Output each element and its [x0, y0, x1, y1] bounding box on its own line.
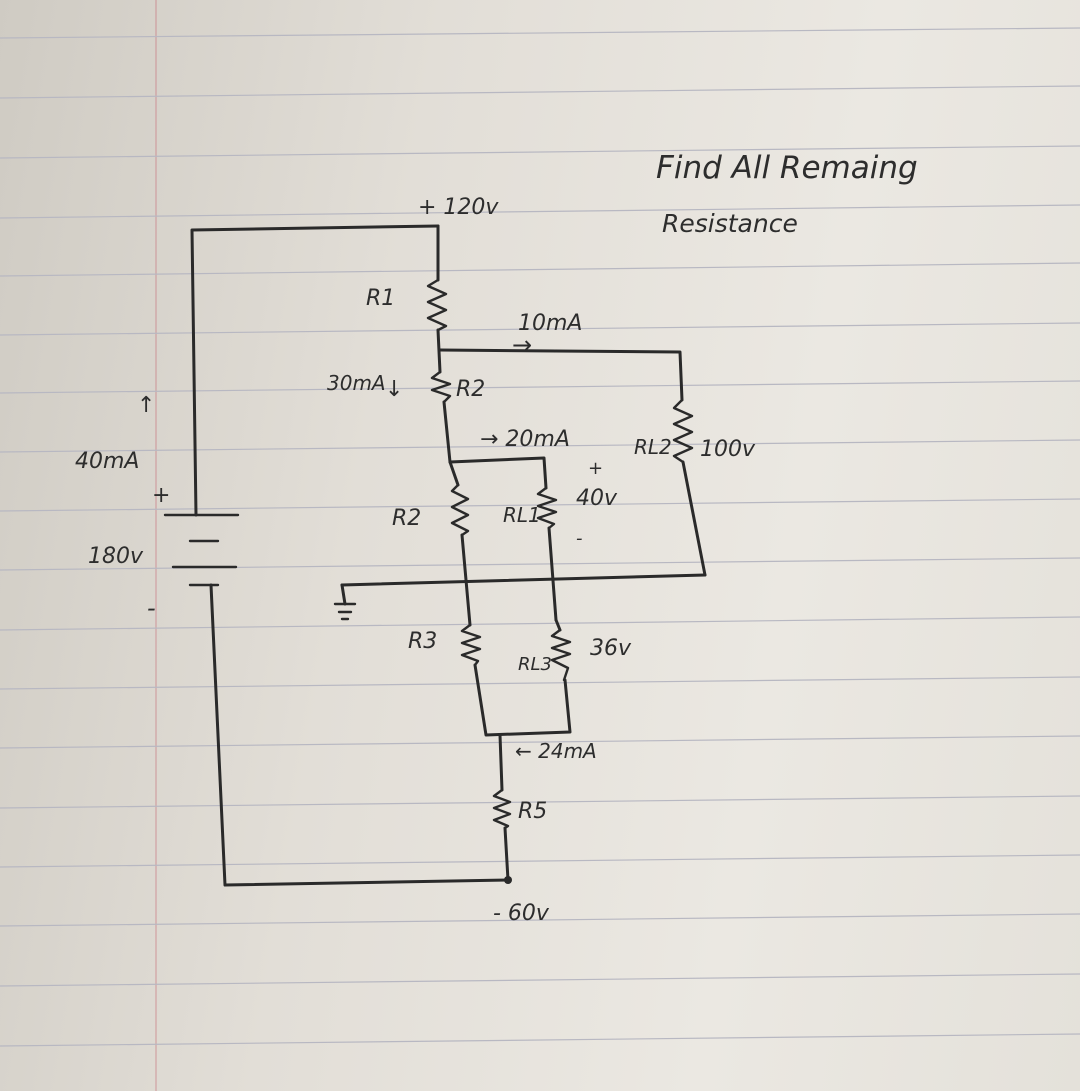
top-voltage-label: + 120v: [418, 195, 499, 220]
wire-left-top: [190, 224, 440, 517]
wire-left-bottom: [209, 583, 510, 887]
wire-rl2-bottom: [681, 460, 707, 577]
source-current-label: 40mA: [75, 449, 139, 474]
wire-ground-drop: [340, 583, 347, 606]
resistor-r1: [426, 278, 448, 332]
wire-r5-top: [498, 733, 504, 792]
ruled-lines: [0, 27, 1080, 1047]
wire-r2-top-to-node: [442, 400, 452, 464]
wire-r3-bottom: [473, 663, 572, 737]
wire-r2-mid-top: [448, 460, 460, 487]
current-30ma-arrow: ↓: [385, 377, 403, 402]
current-30ma-label: 30mA: [327, 371, 386, 395]
source-minus-sign: -: [147, 594, 156, 622]
rl3-voltage-label: 36v: [590, 636, 632, 661]
rl2-voltage-label: 100v: [700, 437, 756, 462]
wire-rl2-branch: [438, 348, 684, 402]
rl1-label: RL1: [503, 503, 541, 527]
current-10ma-label: 10mA: [518, 311, 582, 336]
r3-label: R3: [408, 629, 437, 654]
rl1-voltage-label: 40v: [576, 486, 618, 511]
title-line-1: Find All Remaing: [656, 150, 918, 186]
current-20ma-label: → 20mA: [480, 427, 570, 452]
wire-r5-bottom: [503, 826, 510, 882]
rl1-plus-sign: +: [588, 458, 603, 479]
current-bottom-label: ← 24mA: [515, 739, 597, 763]
r2-top-label: R2: [456, 377, 485, 402]
resistor-r3: [460, 623, 482, 667]
margin-line: [155, 0, 157, 1091]
source-voltage-label: 180v: [88, 544, 144, 569]
rl1-minus-sign: -: [576, 528, 583, 549]
resistor-rl1: [536, 486, 558, 530]
resistor-r2-top: [430, 370, 452, 404]
r5-label: R5: [518, 799, 547, 824]
wire-ground: [340, 573, 707, 587]
ground-symbol: [333, 602, 357, 621]
resistor-r2-mid: [450, 483, 470, 537]
wire-rl1-bottom: [547, 526, 558, 622]
wire-rl1-branch: [448, 456, 548, 490]
r2-mid-label: R2: [392, 506, 421, 531]
r1-label: R1: [366, 286, 395, 311]
bottom-voltage-label: - 60v: [493, 901, 550, 926]
source-current-arrow: ↑: [137, 393, 155, 418]
node-bottom: [504, 876, 512, 884]
resistor-rl3: [550, 628, 572, 682]
wire-r2-mid-bottom: [460, 533, 472, 627]
current-10ma-arrow: →: [512, 331, 532, 359]
title-line-2: Resistance: [662, 209, 798, 238]
source-plus-sign: +: [152, 483, 170, 508]
resistor-rl2: [672, 398, 694, 464]
rl3-label: RL3: [518, 654, 552, 675]
wire-rl3-top: [554, 618, 562, 632]
battery-symbol: [163, 513, 240, 587]
resistor-r5: [492, 788, 512, 830]
rl2-label: RL2: [634, 435, 672, 459]
